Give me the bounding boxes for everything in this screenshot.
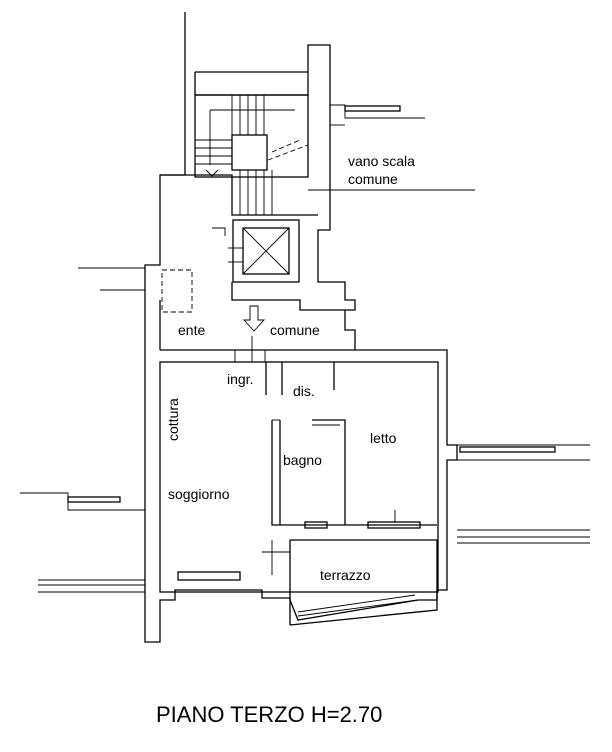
label-bagno: bagno: [283, 452, 322, 468]
label-vano-scala: vano scala: [348, 153, 415, 169]
label-disimpegno: dis.: [293, 383, 315, 399]
label-terrazzo: terrazzo: [320, 567, 371, 583]
apartment: [159, 336, 439, 621]
stair-well: [231, 134, 268, 171]
label-cottura: cottura: [165, 398, 181, 441]
label-comune-stair: comune: [348, 171, 398, 187]
elevator: [228, 219, 300, 283]
label-ingresso: ingr.: [227, 371, 253, 387]
entrance-arrow-icon: [242, 305, 266, 332]
building-outline: [20, 12, 590, 643]
plan-title: PIANO TERZO H=2.70: [156, 702, 382, 727]
label-ente: ente: [178, 322, 205, 338]
window-letto: [367, 521, 421, 529]
window-neighbour-top-right: [344, 105, 401, 112]
label-letto: letto: [370, 430, 397, 446]
label-comune: comune: [270, 322, 320, 338]
common-landing: [159, 174, 355, 351]
window-bagno: [304, 521, 328, 529]
staircase: [194, 94, 309, 215]
window-soggiorno: [177, 571, 241, 581]
window-neighbour-left: [67, 496, 121, 503]
shaft-dashed: [161, 269, 193, 313]
label-soggiorno: soggiorno: [168, 486, 230, 502]
window-neighbour-right: [459, 446, 556, 453]
